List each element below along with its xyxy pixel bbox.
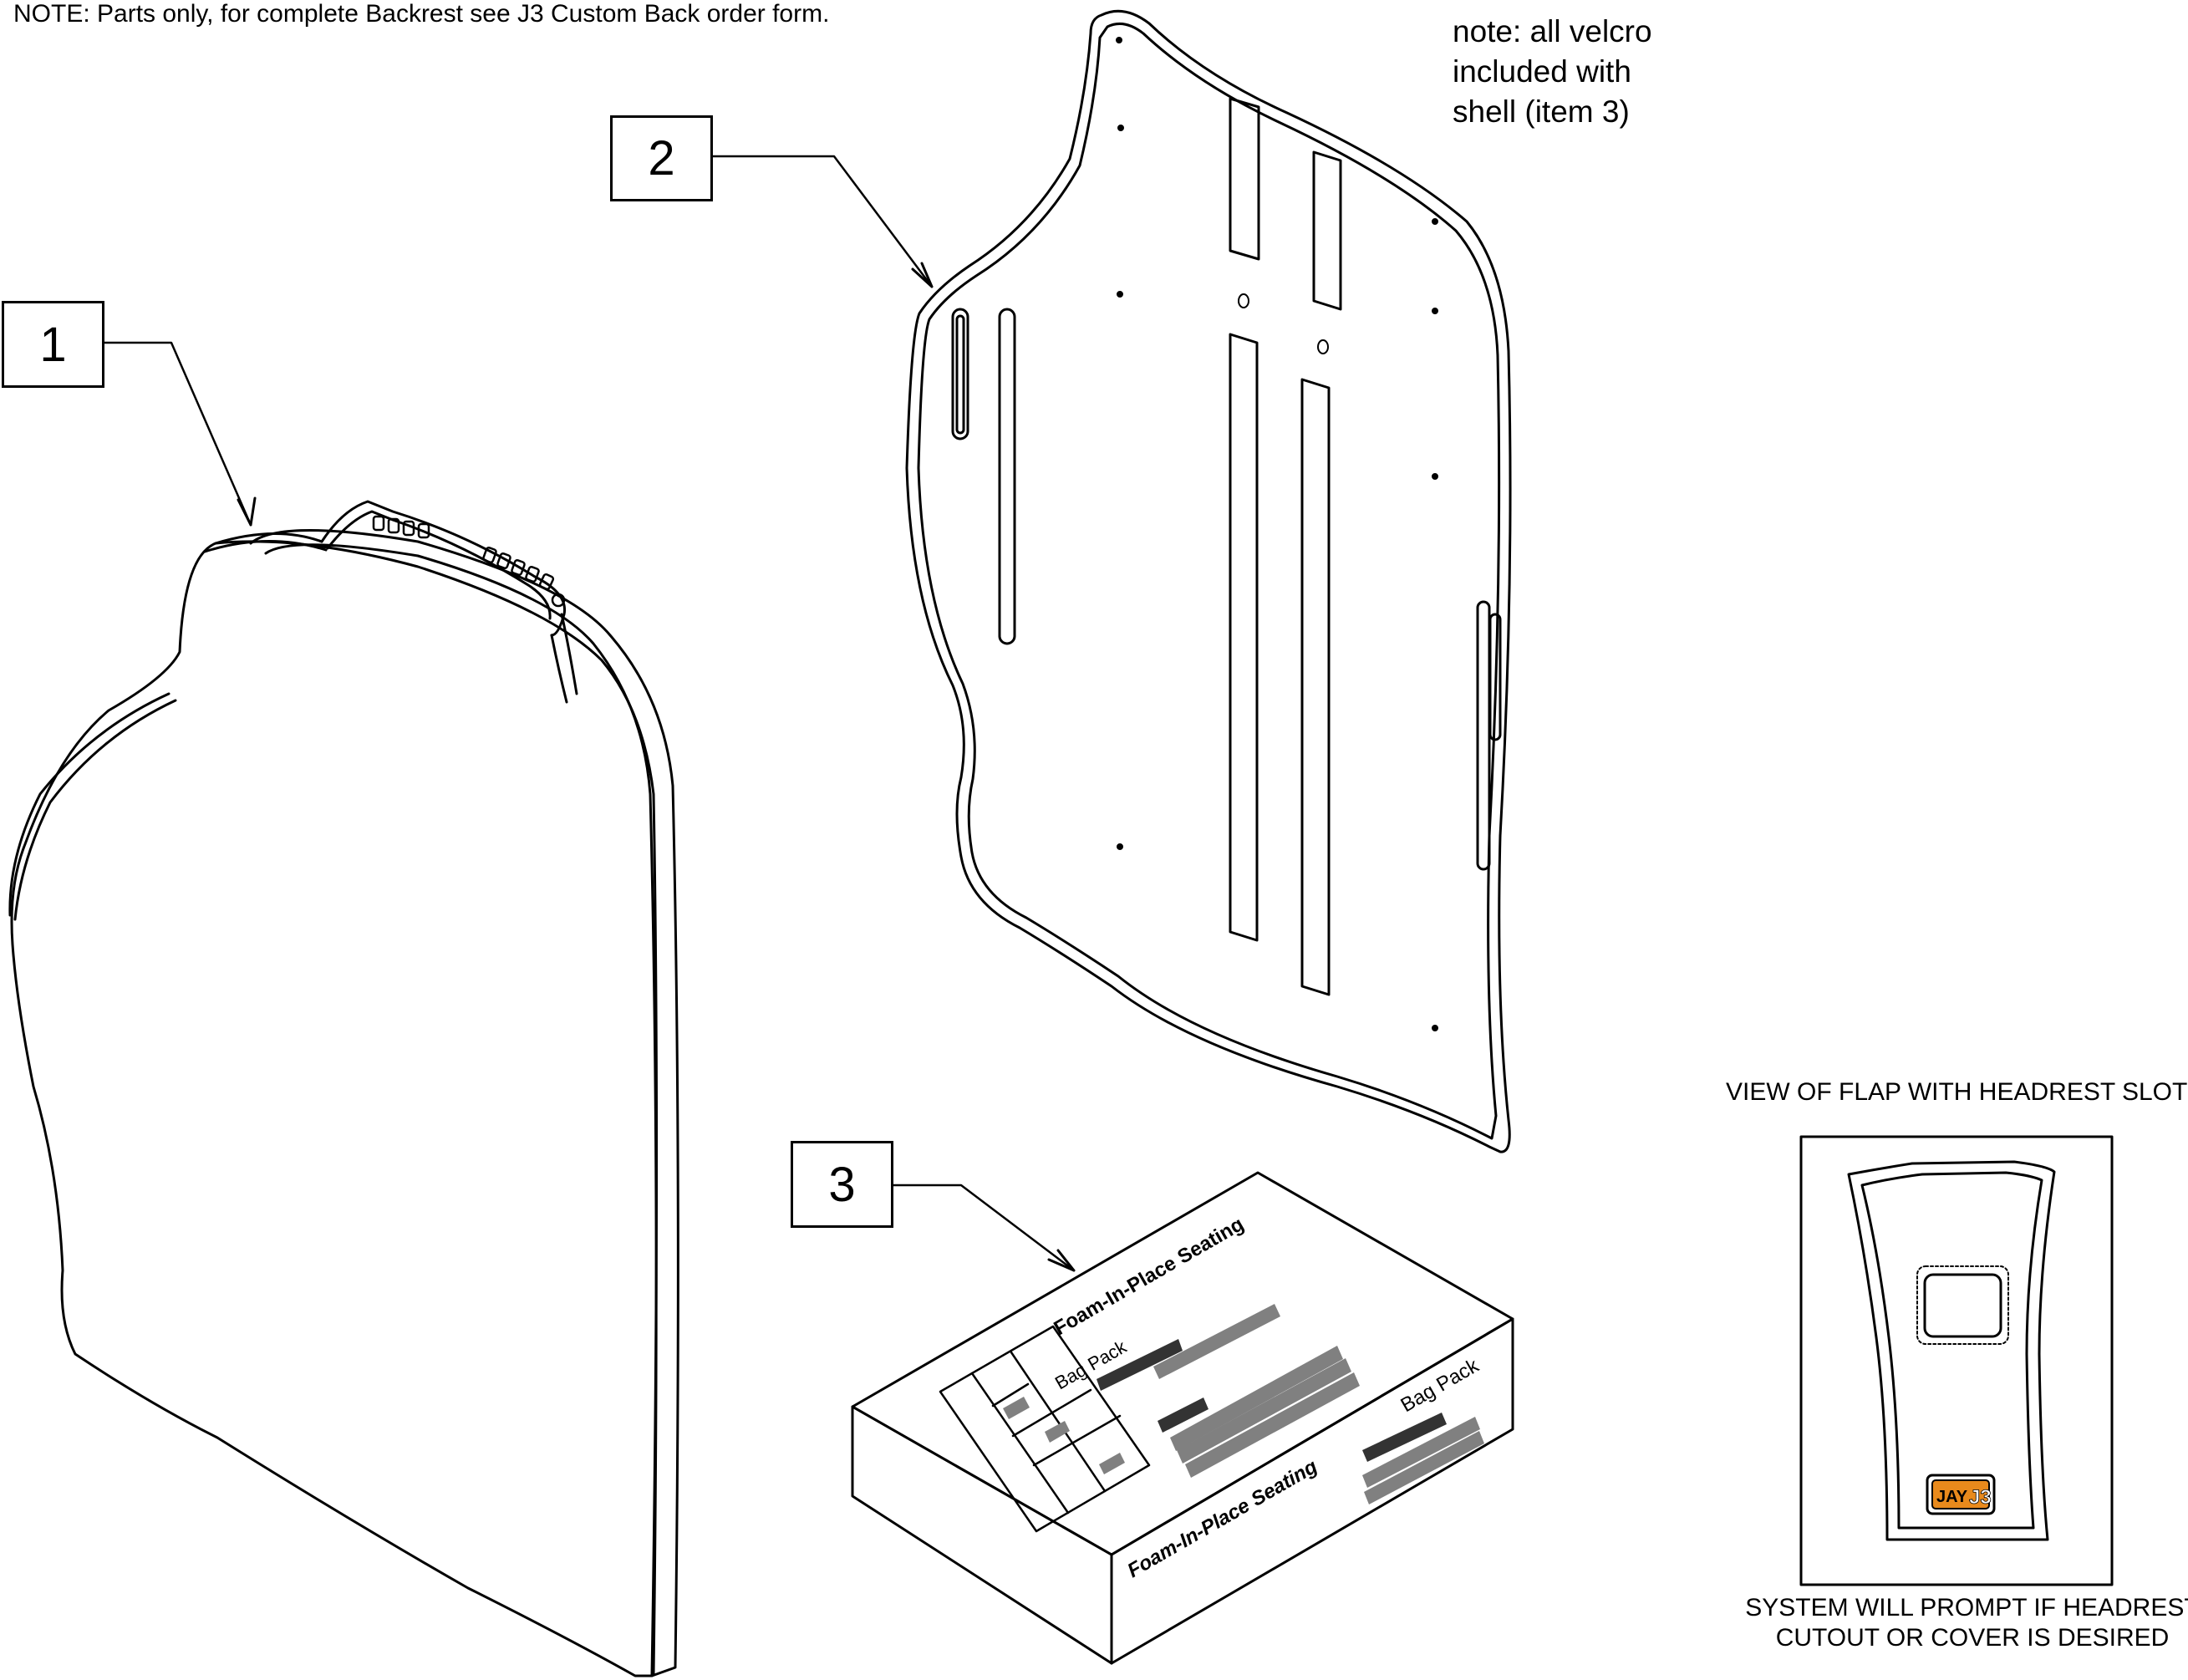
- box-top-bars: [1097, 1304, 1360, 1478]
- box-product-top: Bag Pack: [1051, 1336, 1131, 1393]
- velcro-note-line-1: note: all velcro: [1453, 14, 1652, 48]
- flap-view-caption: SYSTEM WILL PROMPT IF HEADREST CUTOUT OR…: [1705, 1593, 2188, 1653]
- box-small-labels: [1003, 1397, 1125, 1474]
- headrest-slot-outline: [1916, 1265, 2009, 1345]
- svg-text:J3: J3: [1969, 1486, 1992, 1509]
- box-brand-side: Foam-In-Place Seating: [1124, 1455, 1322, 1582]
- flap-caption-line-1: SYSTEM WILL PROMPT IF HEADREST: [1745, 1594, 2188, 1621]
- shell-slots: [951, 97, 1502, 996]
- handle-loops: [372, 515, 566, 608]
- back-cushion: [8, 500, 679, 1677]
- box-product-side: Bag Pack: [1397, 1354, 1483, 1417]
- velcro-note-line-2: included with: [1453, 54, 1631, 89]
- jay-j3-logo: JAY J3: [1926, 1474, 1996, 1515]
- velcro-note-line-3: shell (item 3): [1453, 94, 1630, 129]
- flap-view-title: VIEW OF FLAP WITH HEADREST SLOT: [1726, 1078, 2188, 1106]
- callout-1: 1: [2, 301, 104, 388]
- leader-lines: [100, 155, 1076, 1272]
- flap-caption-line-2: CUTOUT OR COVER IS DESIRED: [1775, 1624, 2170, 1652]
- callout-2: 2: [610, 115, 713, 201]
- svg-text:JAY: JAY: [1936, 1488, 1968, 1506]
- flap-view: JAY J3: [1799, 1135, 2114, 1586]
- flap-outline: [1847, 1160, 2056, 1541]
- shell: [905, 9, 1512, 1153]
- box-right-face: [1110, 1317, 1514, 1665]
- headrest-slot: [1923, 1273, 2002, 1338]
- shell-holes: [1116, 37, 1438, 1031]
- box-side-bars: [1362, 1413, 1484, 1504]
- parts-only-note: NOTE: Parts only, for complete Backrest …: [13, 0, 830, 28]
- velcro-note: note: all velcro included with shell (it…: [1453, 12, 1652, 132]
- callout-3: 3: [791, 1141, 893, 1228]
- foam-box: Foam-In-Place Seating Bag Pack Foam-In-P…: [851, 1171, 1514, 1665]
